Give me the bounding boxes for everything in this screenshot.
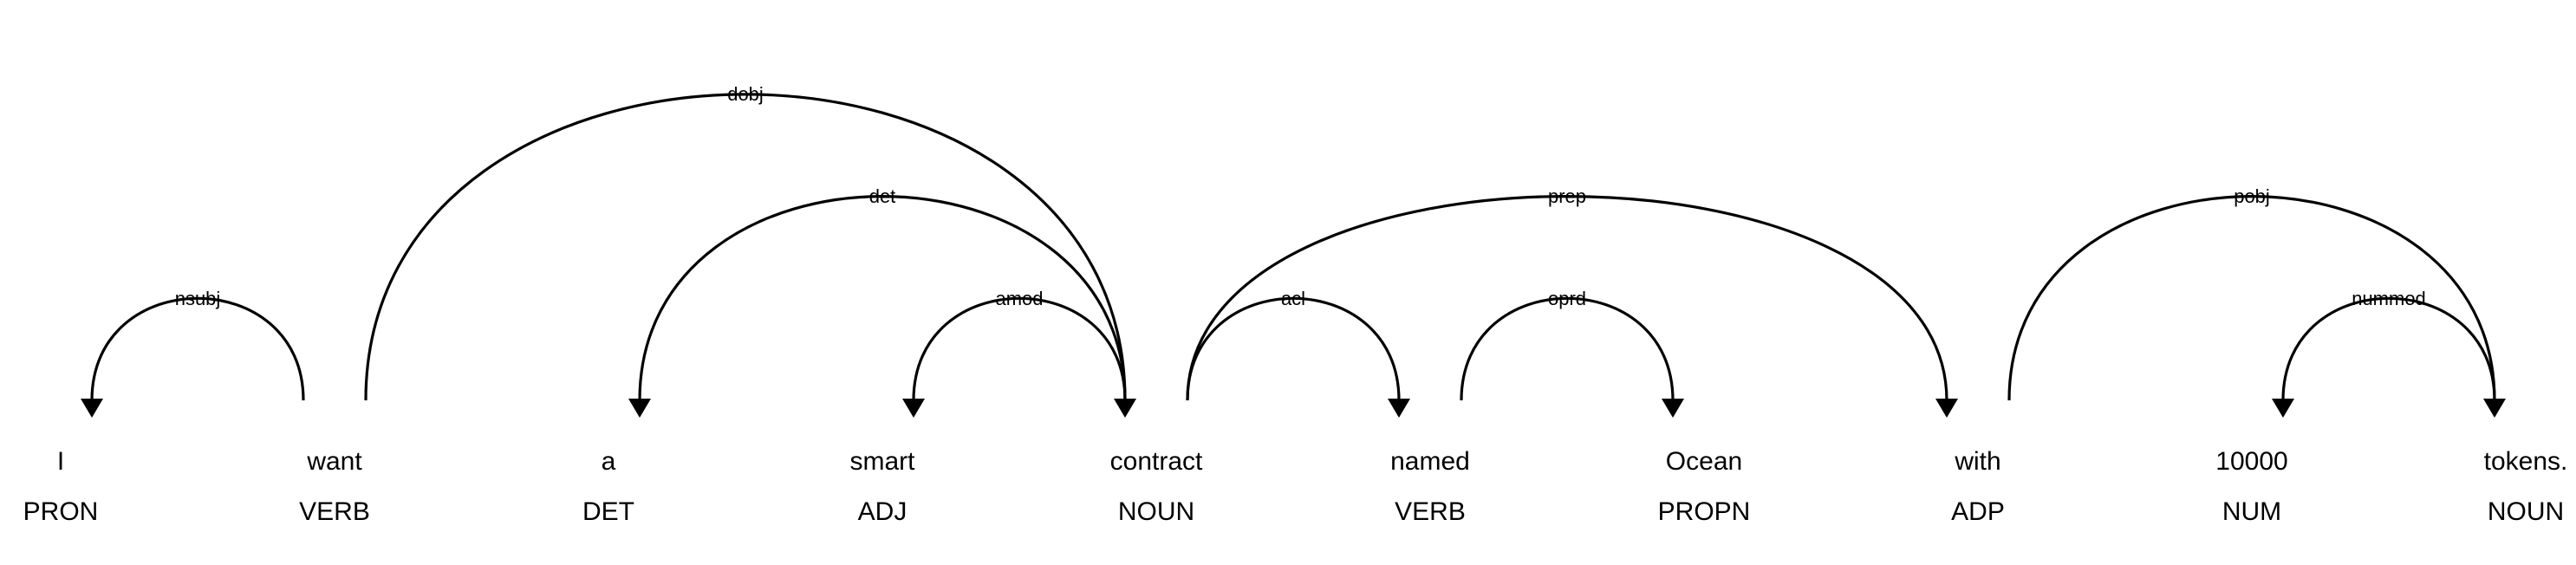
arrowhead-icon bbox=[2272, 399, 2294, 418]
arc-curve bbox=[364, 93, 1127, 401]
arc-curve bbox=[1186, 296, 1401, 401]
arc-label: det bbox=[869, 185, 896, 207]
arc-label: dobj bbox=[727, 83, 764, 105]
arc-label: nummod bbox=[2352, 288, 2426, 309]
dependency-arc: acl bbox=[1186, 288, 1410, 418]
token-word: smart bbox=[850, 447, 916, 476]
token-word: 10000 bbox=[2215, 447, 2287, 476]
token-pos-tag: VERB bbox=[299, 497, 370, 526]
dependency-arc: det bbox=[628, 185, 1127, 418]
token-pos-tag: ADJ bbox=[858, 497, 907, 526]
token-word: contract bbox=[1110, 447, 1203, 476]
arc-label: nsubj bbox=[175, 288, 221, 309]
token-pos-tag: NUM bbox=[2222, 497, 2281, 526]
arc-curve bbox=[2281, 296, 2496, 401]
token-pos-tag: ADP bbox=[1951, 497, 2005, 526]
arrowhead-icon bbox=[628, 399, 651, 418]
token-word: a bbox=[602, 447, 616, 476]
arc-curve bbox=[1186, 195, 1948, 401]
token-word: tokens. bbox=[2484, 447, 2568, 476]
arc-curve bbox=[1460, 296, 1675, 401]
arc-curve bbox=[638, 195, 1127, 401]
arcs-layer: nsubj dobj det amod acl oprd prep pobj nummod bbox=[81, 83, 2506, 418]
dependency-arc: pobj bbox=[2007, 185, 2506, 418]
dependency-arc: prep bbox=[1186, 185, 1958, 418]
arc-label: prep bbox=[1548, 185, 1586, 207]
dependency-arc: amod bbox=[902, 288, 1127, 418]
token-pos-tag: DET bbox=[582, 497, 634, 526]
arrowhead-icon bbox=[1662, 399, 1684, 418]
arc-curve bbox=[912, 296, 1127, 401]
dependency-arc: nsubj bbox=[81, 288, 305, 418]
arrowhead-icon bbox=[902, 399, 925, 418]
arc-label: acl bbox=[1281, 288, 1305, 309]
arrowhead-icon bbox=[2483, 399, 2506, 418]
token-pos-tag: NOUN bbox=[2488, 497, 2564, 526]
token: tokens. NOUN bbox=[2484, 447, 2568, 526]
token-pos-tag: NOUN bbox=[1118, 497, 1194, 526]
token-word: Ocean bbox=[1666, 447, 1742, 476]
arrowhead-icon bbox=[1935, 399, 1958, 418]
arc-label: amod bbox=[995, 288, 1043, 309]
token-pos-tag: PROPN bbox=[1658, 497, 1751, 526]
arc-label: oprd bbox=[1548, 288, 1586, 309]
token: I PRON bbox=[23, 447, 99, 526]
token-word: with bbox=[1954, 447, 2000, 476]
arrowhead-icon bbox=[1388, 399, 1410, 418]
dependency-arc: oprd bbox=[1460, 288, 1684, 418]
arc-label: pobj bbox=[2234, 185, 2270, 207]
token-word: I bbox=[57, 447, 64, 476]
token-word: want bbox=[306, 447, 362, 476]
token-pos-tag: VERB bbox=[1395, 497, 1466, 526]
dependency-arc: nummod bbox=[2272, 288, 2496, 418]
arc-curve bbox=[2007, 195, 2496, 401]
arc-curve bbox=[90, 296, 305, 401]
dependency-arc: dobj bbox=[364, 83, 1136, 418]
token-pos-tag: PRON bbox=[23, 497, 99, 526]
arrowhead-icon bbox=[1114, 399, 1136, 418]
arrowhead-icon bbox=[81, 399, 103, 418]
token-word: named bbox=[1390, 447, 1470, 476]
